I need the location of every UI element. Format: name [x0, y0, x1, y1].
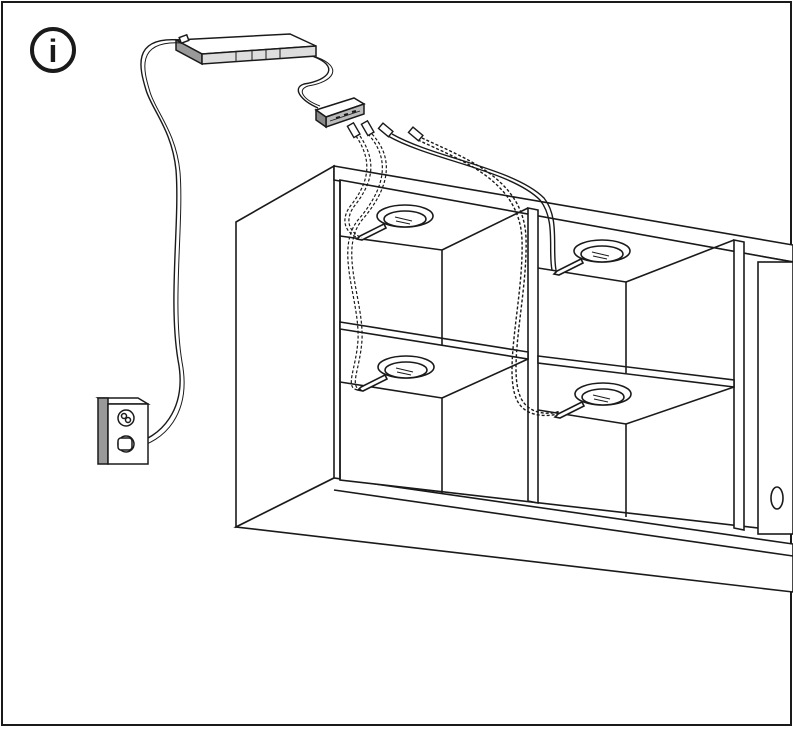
cabinet-left-side: [236, 166, 334, 527]
wall-plug: [118, 438, 132, 450]
info-icon-glyph: i: [49, 33, 58, 69]
cabinet-divider-2: [734, 240, 744, 530]
door-knob: [771, 487, 783, 509]
wall-socket: [98, 398, 148, 464]
cabinet-divider-1: [528, 208, 538, 503]
